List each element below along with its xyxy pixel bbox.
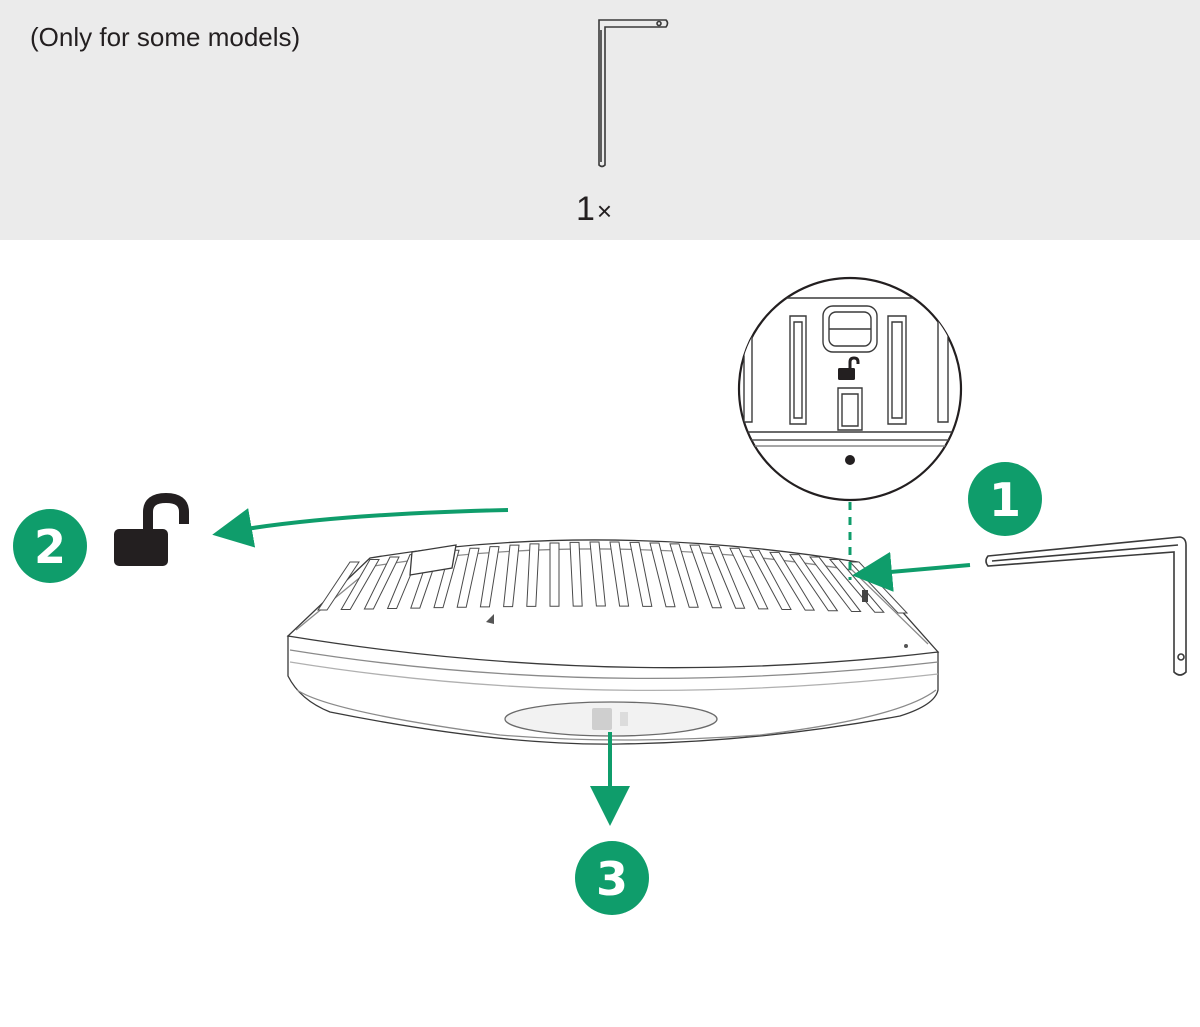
step-2-number: 2 [34,520,66,574]
quantity-symbol: × [596,196,613,226]
vent-slot [808,556,862,613]
vent-slot [317,561,360,611]
zoom-callout [737,276,963,502]
vent-slot [526,543,540,607]
step-1-badge: 1 [968,462,1042,536]
step-3-badge: 3 [575,841,649,915]
vent-slot [669,543,699,608]
vent-slot [479,546,500,608]
step-1-number: 1 [989,473,1021,527]
vent-slot [689,544,723,609]
release-tool-icon [598,19,669,168]
vent-slot [456,547,480,608]
vent-slot [729,547,769,610]
vent-slot [749,549,792,610]
vent-slot [363,556,400,610]
vent-slot [629,541,653,607]
vent-slot [340,558,380,610]
unlock-icon-small [838,356,860,380]
accessory-quantity: 1× [576,190,612,229]
vent-slot [589,541,606,607]
rotate-arrow [212,508,509,548]
vent-slot [549,542,560,607]
accessory-note: (Only for some models) [30,22,301,52]
quantity-value: 1 [576,190,595,228]
vent-slots [317,541,909,614]
vent-slot [649,542,676,608]
accessory-panel: (Only for some models) 1× [0,0,1200,240]
vent-slot [569,541,583,607]
vent-slot [503,544,520,608]
brand-logo-icon [592,708,628,730]
vent-slot [789,554,839,612]
unlock-icon [114,492,189,566]
insert-arrow [852,551,971,592]
vent-slot [769,551,816,611]
access-point-device [286,539,940,745]
release-tool-inserted-icon [985,536,1187,676]
vent-slot [609,541,630,607]
step-2-badge: 2 [13,509,87,583]
step-3-number: 3 [596,852,628,906]
vent-slot [709,546,746,609]
